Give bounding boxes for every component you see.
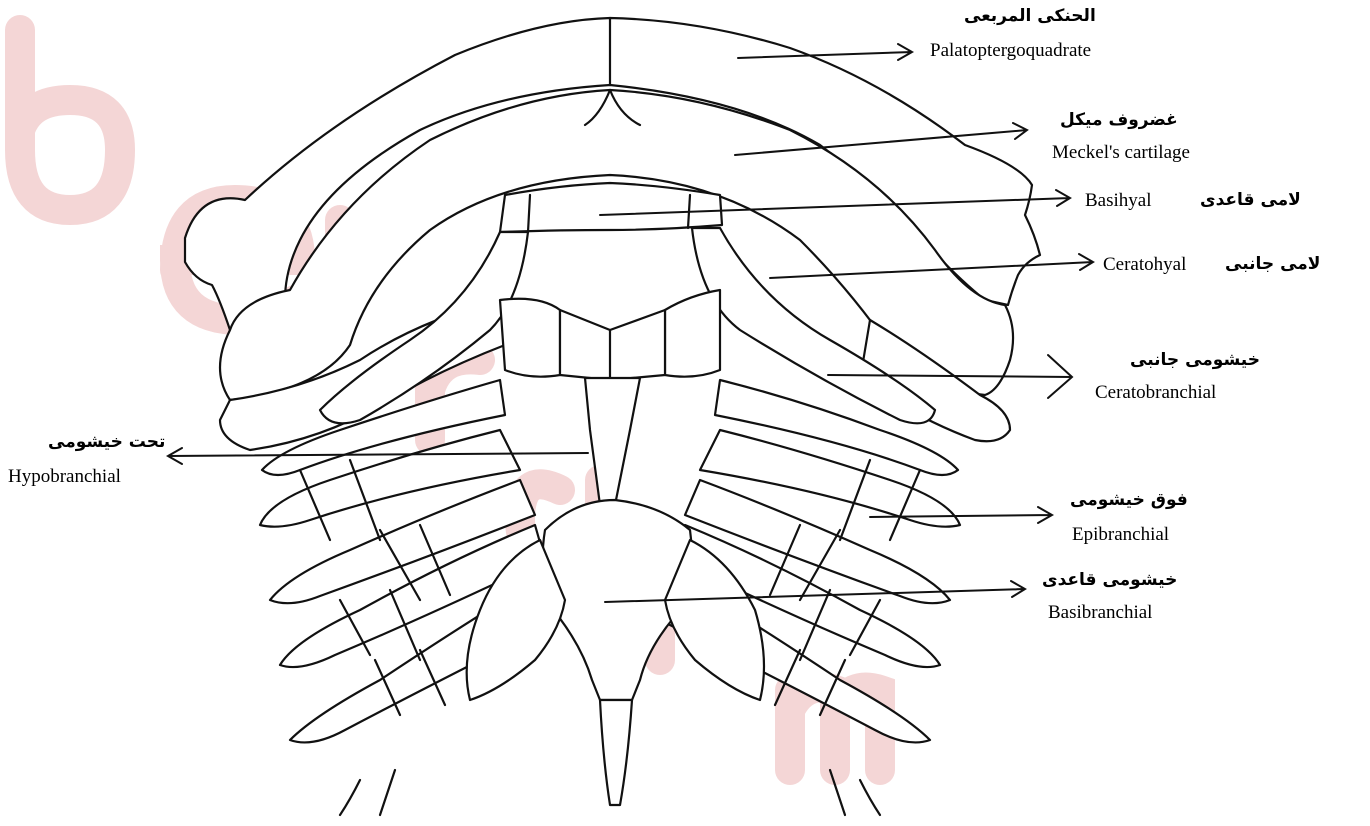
label-meckels-cartilage-ar: غضروف میکل	[1060, 110, 1178, 130]
label-palatopterygoquadrate-en: Palatoptergoquadrate	[930, 40, 1091, 62]
label-meckels-cartilage-en: Meckel's cartilage	[1052, 142, 1190, 164]
label-basihyal-en: Basihyal	[1085, 190, 1152, 212]
label-ceratobranchial-en: Ceratobranchial	[1095, 382, 1216, 404]
label-epibranchial-ar: فوق خیشومی	[1070, 490, 1188, 510]
leader-meckels	[735, 123, 1027, 155]
leader-ceratohyal	[770, 254, 1093, 278]
label-hypobranchial-ar: تحت خیشومی	[48, 432, 165, 452]
leader-basibranchial	[605, 581, 1025, 602]
leader-basihyal	[600, 190, 1070, 215]
label-palatopterygoquadrate-ar: الحنکی المربعی	[964, 6, 1096, 26]
leader-hypobranchial	[168, 448, 588, 464]
leader-ceratobranchial	[828, 355, 1072, 398]
label-basihyal-ar: لامی قاعدی	[1200, 190, 1301, 210]
label-basibranchial-en: Basibranchial	[1048, 602, 1152, 624]
label-epibranchial-en: Epibranchial	[1072, 524, 1169, 546]
label-ceratohyal-ar: لامی جانبی	[1225, 254, 1320, 274]
leader-epibranchial	[870, 507, 1052, 523]
label-basibranchial-ar: خیشومی قاعدی	[1042, 570, 1177, 590]
label-ceratohyal-en: Ceratohyal	[1103, 254, 1186, 276]
label-ceratobranchial-ar: خیشومی جانبی	[1130, 350, 1260, 370]
label-hypobranchial-en: Hypobranchial	[8, 466, 121, 488]
leader-palatopterygoquadrate	[738, 44, 912, 60]
